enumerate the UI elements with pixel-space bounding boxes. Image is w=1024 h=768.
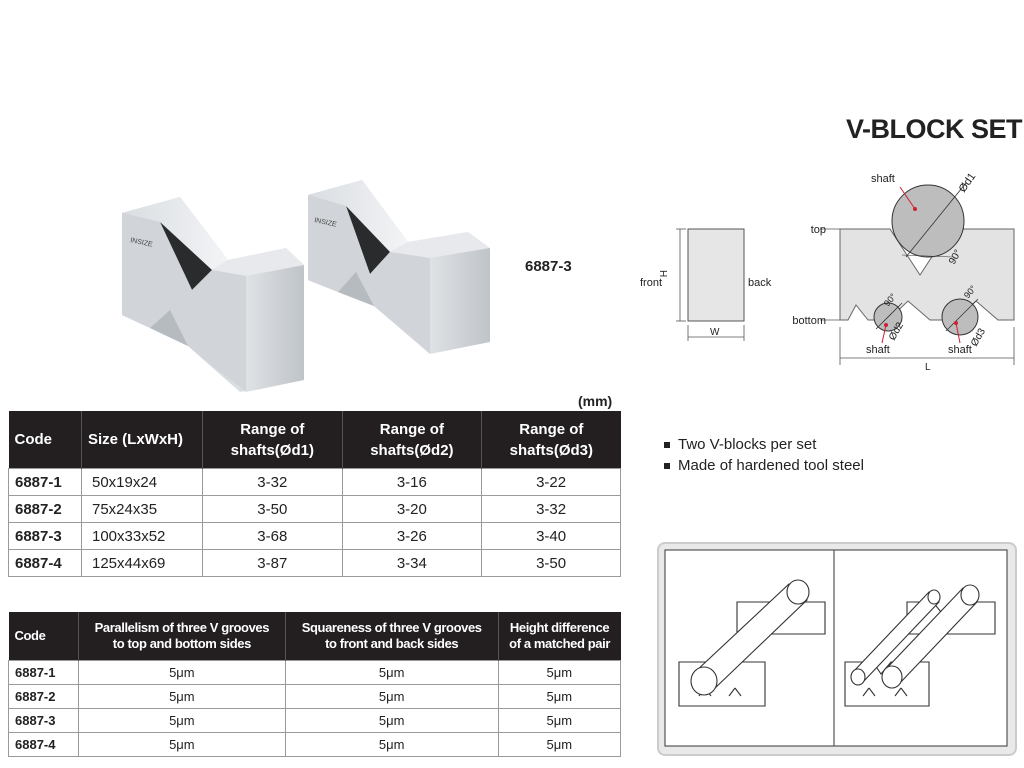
back-label: back (748, 277, 772, 289)
cell-size: 125x44x69 (81, 549, 203, 577)
side-view: H front back W (640, 228, 772, 341)
cell-d3: 3-40 (481, 522, 621, 550)
page-title: V-BLOCK SET (845, 114, 1023, 144)
cell-height: 5μm (497, 684, 622, 709)
cell-d3: 3-50 (481, 549, 621, 577)
v-block-right: INSIZE (308, 180, 490, 354)
usage-illustration (657, 542, 1017, 756)
cell-code: 6887-4 (8, 732, 79, 757)
cell-code: 6887-3 (8, 522, 82, 550)
list-item: Two V-blocks per set (664, 434, 864, 455)
dimension-diagram: H front back W top bottom L shaft Ød1 90… (640, 171, 1015, 373)
cell-parallelism: 5μm (78, 732, 286, 757)
cell-height: 5μm (497, 660, 622, 685)
double-shaft-setup (844, 584, 996, 707)
bullet-icon (664, 462, 670, 469)
v-block-left: INSIZE (122, 197, 304, 392)
cell-code: 6887-2 (8, 495, 82, 523)
cell-code: 6887-3 (8, 708, 79, 733)
svg-text:INSIZE: INSIZE (314, 217, 338, 229)
feature-list: Two V-blocks per set Made of hardened to… (664, 434, 864, 476)
shaft-label-3: shaft (948, 344, 972, 356)
cell-size: 75x24x35 (81, 495, 203, 523)
table-row: 6887-3 100x33x52 3-68 3-26 3-40 (8, 522, 621, 550)
usage-svg (664, 549, 1008, 747)
table-row: 6887-2 75x24x35 3-50 3-20 3-32 (8, 495, 621, 523)
top-label: top (811, 224, 826, 236)
cell-d3: 3-22 (481, 468, 621, 496)
list-item: Made of hardened tool steel (664, 455, 864, 476)
cell-size: 50x19x24 (81, 468, 203, 496)
cell-d1: 3-32 (202, 468, 343, 496)
col-code: Code (8, 612, 79, 661)
table-row: 6887-2 5μm 5μm 5μm (8, 684, 622, 709)
cell-d2: 3-34 (341, 549, 483, 577)
cell-d1: 3-68 (202, 522, 343, 550)
cell-squareness: 5μm (284, 660, 499, 685)
table-row: 6887-4 125x44x69 3-87 3-34 3-50 (8, 549, 621, 577)
svg-text:INSIZE: INSIZE (130, 237, 154, 249)
cell-squareness: 5μm (284, 684, 499, 709)
cell-parallelism: 5μm (78, 660, 286, 685)
cell-d1: 3-50 (202, 495, 343, 523)
col-size: Size (LxWxH) (81, 411, 203, 469)
w-label: W (710, 327, 720, 338)
cell-height: 5μm (497, 708, 622, 733)
cell-d2: 3-16 (341, 468, 483, 496)
cell-code: 6887-1 (8, 660, 79, 685)
cell-d3: 3-32 (481, 495, 621, 523)
l-label: L (925, 362, 931, 373)
cell-code: 6887-4 (8, 549, 82, 577)
cell-height: 5μm (497, 732, 622, 757)
cell-squareness: 5μm (284, 732, 499, 757)
table-row: 6887-4 5μm 5μm 5μm (8, 732, 622, 757)
cell-squareness: 5μm (284, 708, 499, 733)
cell-d2: 3-20 (341, 495, 483, 523)
bullet-icon (664, 441, 670, 448)
h-label: H (657, 270, 668, 277)
cell-d1: 3-87 (202, 549, 343, 577)
table-row: 6887-1 50x19x24 3-32 3-16 3-22 (8, 468, 621, 496)
unit-label: (mm) (578, 393, 613, 409)
shaft-label-1: shaft (871, 173, 895, 185)
cell-parallelism: 5μm (78, 684, 286, 709)
single-shaft-setup (678, 579, 826, 707)
cell-parallelism: 5μm (78, 708, 286, 733)
model-label: 6887-3 (525, 258, 572, 275)
bottom-label: bottom (792, 315, 826, 327)
col-code: Code (8, 411, 82, 469)
front-label: front (640, 277, 662, 289)
product-photo: INSIZE INSIZE (122, 180, 490, 392)
front-view: top bottom L shaft Ød1 90° shaft Ød2 90°… (792, 171, 1015, 373)
d1-label: Ød1 (957, 171, 979, 195)
table-row: 6887-3 5μm 5μm 5μm (8, 708, 622, 733)
cell-d2: 3-26 (341, 522, 483, 550)
cell-code: 6887-1 (8, 468, 82, 496)
cell-size: 100x33x52 (81, 522, 203, 550)
cell-code: 6887-2 (8, 684, 79, 709)
table-row: 6887-1 5μm 5μm 5μm (8, 660, 622, 685)
shaft-label-2: shaft (866, 344, 890, 356)
